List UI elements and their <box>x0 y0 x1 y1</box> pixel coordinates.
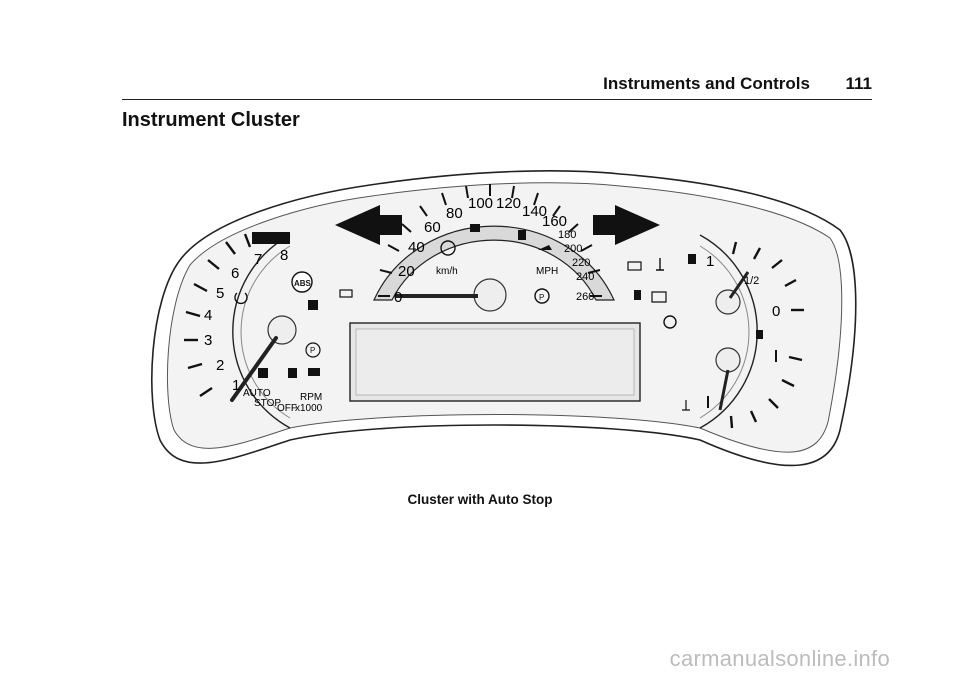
fuel-needle <box>728 271 750 299</box>
speedometer-band <box>373 225 615 301</box>
lane-keep-icon <box>308 368 320 376</box>
abs-icon <box>291 271 313 293</box>
kmh-label-40: 40 <box>408 239 425 256</box>
header-page-number: 111 <box>845 74 873 93</box>
temp-needle-hub <box>715 347 741 373</box>
kmh-unit: km/h <box>436 266 458 277</box>
tach-label-4: 4 <box>204 307 212 324</box>
kmh-label-140: 140 <box>522 203 547 220</box>
tachometer-ticks <box>184 233 252 397</box>
tach-label-8: 8 <box>280 247 288 264</box>
tach-label-6: 6 <box>231 265 239 282</box>
rpm-label: RPM <box>300 392 322 403</box>
fuel-pump-icon-small <box>756 330 763 339</box>
check-engine-icon <box>651 291 667 303</box>
svg-text:ABS: ABS <box>294 279 312 288</box>
power-steering-icon <box>234 292 248 305</box>
seatbelt-icon-right <box>634 290 641 300</box>
kmh-label-20: 20 <box>398 263 415 280</box>
battery-icon <box>627 261 642 271</box>
temp-needle <box>718 369 730 411</box>
stability-icon <box>288 368 297 378</box>
section-title: Instrument Cluster <box>122 109 300 131</box>
auto-stop-label-auto: AUTO <box>243 388 271 399</box>
fog-lamp-icon <box>339 289 353 298</box>
tire-pressure-icon <box>663 315 677 329</box>
svg-text:P: P <box>539 293 544 302</box>
off-label: OFF <box>277 403 297 414</box>
fuel-gauge-ticks <box>729 241 804 429</box>
tach-label-3: 3 <box>204 332 212 349</box>
auto-stop-label-stop: STOP <box>254 398 281 409</box>
fuel-empty-label: 0 <box>772 303 780 320</box>
kmh-label-160: 160 <box>542 213 567 230</box>
park-brake-icon-center <box>534 288 550 304</box>
speedometer-ticks <box>378 184 602 297</box>
tachometer-bezel-inner <box>240 245 291 419</box>
cluster-housing-inner <box>166 182 843 453</box>
svg-text:P: P <box>310 346 315 355</box>
tach-redline <box>252 232 290 244</box>
temp-low-icon <box>682 400 690 411</box>
kmh-label-120: 120 <box>496 195 521 212</box>
tach-label-7: 7 <box>254 251 262 268</box>
brake-warning-icon <box>440 240 456 256</box>
fuel-pump-icon <box>688 254 696 264</box>
speed-needle-hub <box>473 278 507 312</box>
mph-label-260: 260 <box>576 291 594 303</box>
right-turn-arrow <box>593 205 660 245</box>
rpm-unit-label: x1000 <box>295 403 323 414</box>
fuel-full-label: 1 <box>706 253 714 270</box>
mph-label-180: 180 <box>558 229 576 241</box>
mph-unit: MPH <box>536 266 558 277</box>
left-turn-arrow <box>335 205 402 245</box>
fuel-half-label: 1/2 <box>744 275 759 287</box>
instrument-cluster-illustration: 1 2 3 4 5 6 7 8 AUTO STOP OFF RPM x1000 … <box>151 170 857 467</box>
tach-needle <box>230 336 278 402</box>
fuel-needle-hub <box>715 289 741 315</box>
kmh-label-80: 80 <box>446 205 463 222</box>
tach-label-1: 1 <box>232 377 240 394</box>
parking-brake-icon <box>305 342 321 358</box>
tachometer-bezel <box>232 234 291 429</box>
coolant-temp-icon <box>656 258 664 271</box>
tach-label-5: 5 <box>216 285 224 302</box>
kmh-label-0: 0 <box>394 289 402 306</box>
mph-label-240: 240 <box>576 271 594 283</box>
figure-caption: Cluster with Auto Stop <box>407 492 553 507</box>
mph-label-220: 220 <box>572 257 590 269</box>
oil-pressure-icon <box>538 245 552 250</box>
door-ajar-icon <box>258 368 268 378</box>
header-section-title: Instruments and Controls <box>603 74 810 93</box>
tach-needle-hub <box>267 315 297 345</box>
seatbelt-reminder-icon <box>518 230 526 240</box>
mph-label-200: 200 <box>564 243 582 255</box>
watermark: carmanualsonline.info <box>669 646 890 671</box>
header-rule <box>122 99 872 100</box>
traction-off-icon <box>308 300 318 310</box>
high-beam-icon <box>470 224 480 232</box>
tach-label-2: 2 <box>216 357 224 374</box>
kmh-label-60: 60 <box>424 219 441 236</box>
page-header: Instruments and Controls 111 <box>0 72 960 102</box>
kmh-label-100: 100 <box>468 195 493 212</box>
